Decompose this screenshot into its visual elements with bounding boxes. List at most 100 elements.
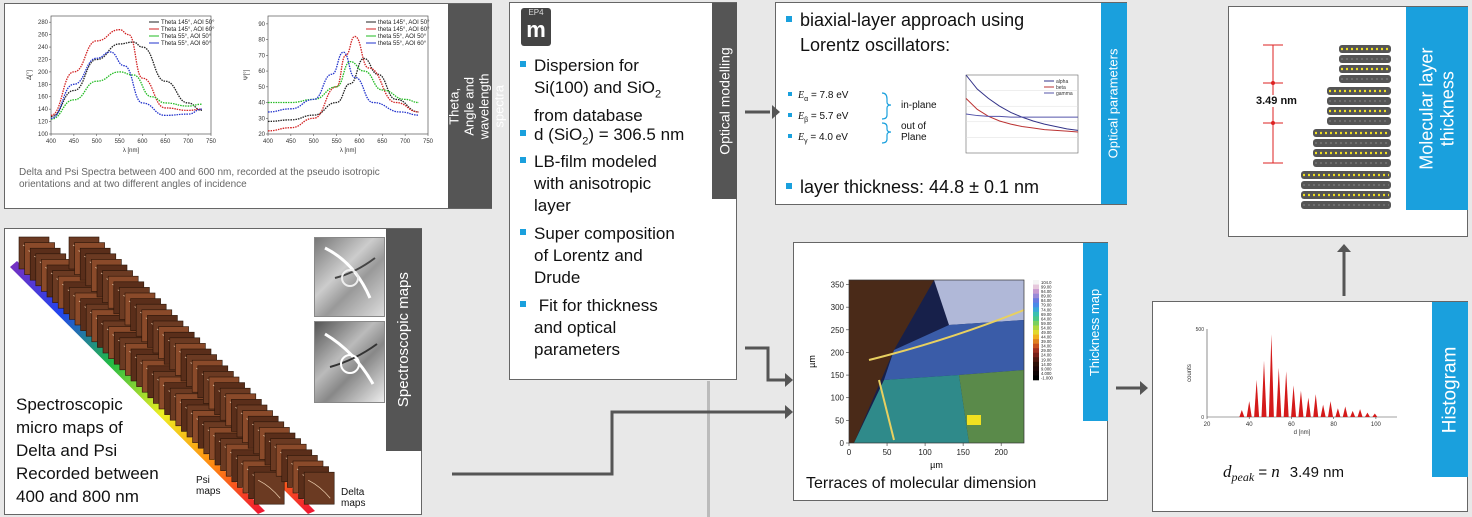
map-colorbar-swatch [1033,298,1039,304]
map-stacks-illustration [10,236,335,514]
map-colorbar-swatch [1033,311,1039,317]
oscillator-gamma-value: = 4.0 eV [810,132,848,143]
hist-bar [1372,413,1378,417]
map-region-dark [849,280,934,443]
ep4-logo: EP4 m [521,8,551,46]
map-colorbar-swatch [1033,284,1039,290]
delta-legend-label: Theta 145°, AOI 60° [161,27,215,33]
map-region-green [959,370,1024,443]
molecule-row [1301,191,1391,199]
hist-bar [1350,410,1356,417]
psi-wavelength-band [10,261,265,514]
map-colorbar-label: -1.000 [1041,375,1054,380]
psi-legend-label: theta 55°, AOI 60° [378,41,427,47]
bullet-dispersion-line1: Dispersion for [534,56,639,75]
map-ytick-label: 200 [831,348,845,357]
oscillator-gamma-sub: γ [804,138,808,145]
opt-series-line [965,113,1078,118]
in-plane-label: in-plane [901,100,937,111]
psi-ytick-label: 80 [258,38,265,44]
delta-ytick-label: 100 [38,132,49,138]
hist-bar [1320,404,1326,417]
map-ytick-label: 100 [831,394,845,403]
psi-maps-label-line1: Psi [196,475,210,486]
delta-maps-label: Delta maps [341,487,365,509]
map-colorbar-swatch [1033,348,1039,354]
biaxial-heading-line2: Lorentz oscillators: [800,35,951,55]
psi-map-tile-feature [258,479,281,499]
delta-ytick-label: 220 [38,57,49,63]
delta-map-stack [68,236,335,505]
map-colorbar-label: 49.00 [1041,330,1052,335]
opt-legend-label: gamma [1056,91,1073,97]
oscillator-beta: Eβ = 5.7 eV [788,108,848,129]
delta-series-line [50,51,202,120]
peak-formula-value: 3.49 nm [1289,464,1344,481]
hist-xlabel: d [nm] [1294,430,1311,436]
hist-xtick-label: 60 [1288,422,1295,428]
hist-bar [1268,334,1274,417]
optical-modelling-tab-label: Optical modelling [716,47,733,155]
oscillator-beta-value: = 5.7 eV [810,111,849,122]
map-xlabel: µm [930,460,943,470]
map-colorbar-swatch [1033,339,1039,344]
hist-bar [1328,401,1333,417]
hist-bar [1283,371,1289,417]
biaxial-heading: biaxial-layer approach using Lorentz osc… [786,8,1024,58]
hist-bar [1364,412,1370,417]
psi-maps-label-line2: maps [196,486,221,497]
psi-xtick-label: 450 [286,139,297,145]
delta-xtick-label: 600 [137,139,148,145]
bullet-fit-line1: Fit for thickness [534,296,658,315]
thickness-map-tab: Thickness map [1083,243,1108,421]
map-xtick-label: 100 [918,448,932,457]
bullet-lb-film-line3: layer [534,196,571,215]
map-colorbar-label: 19.00 [1041,357,1052,362]
biaxial-heading-line1: biaxial-layer approach using [800,10,1025,30]
bullet-fit-line2: and optical [534,318,617,337]
psi-xtick-label: 600 [354,139,365,145]
timeline-divider [707,381,710,517]
map-thumbnail-top [314,237,385,317]
psi-map-stack [18,236,285,505]
spectroscopic-maps-tab-label: Spectroscopic maps [395,272,413,408]
molecule-row [1301,201,1391,209]
map-colorbar-label: 9.000 [1041,366,1052,371]
delta-xtick-label: 700 [183,139,194,145]
ep4-logo-text: EP4 [528,8,544,17]
molecular-thickness-label: 3.49 nm [1254,95,1299,107]
psi-ylabel: Ψ[°] [244,69,250,80]
map-xtick-label: 0 [847,448,852,457]
map-colorbar-swatch [1033,316,1039,322]
map-ytick-label: 150 [831,371,845,380]
opt-legend-label: beta [1056,85,1066,91]
map-ytick-label: 300 [831,303,845,312]
hist-xtick-label: 80 [1330,422,1337,428]
map-colorbar-label: 84.00 [1041,298,1052,303]
map-colorbar-label: 59.00 [1041,321,1052,326]
bullet-dispersion-line2: Si(100) and SiO [534,78,655,97]
spectro-text-line5: 400 and 800 nm [16,487,139,506]
delta-maps-label-line1: Delta [341,487,365,498]
oscillator-alpha-sub: α [804,96,809,103]
delta-xtick-label: 650 [160,139,171,145]
delta-xtick-label: 500 [92,139,103,145]
psi-xtick-label: 650 [377,139,388,145]
psi-xtick-label: 500 [309,139,320,145]
psi-xtick-label: 400 [263,139,274,145]
delta-ytick-label: 240 [38,45,49,51]
map-xtick-label: 200 [994,448,1008,457]
delta-legend-label: Theta 55°, AOI 50° [161,34,212,40]
psi-xtick-label: 550 [332,139,343,145]
bullet-sio2-thickness: d (SiO2) = 306.5 nm [520,124,684,152]
molecule-row [1339,55,1391,63]
bullet-lb-film-line2: with anisotropic [534,174,652,193]
bullet-fit-line3: parameters [534,340,620,359]
spectra-caption: Delta and Psi Spectra between 400 and 60… [19,167,439,191]
map-ytick-label: 250 [831,326,845,335]
hist-xtick-label: 100 [1371,422,1382,428]
